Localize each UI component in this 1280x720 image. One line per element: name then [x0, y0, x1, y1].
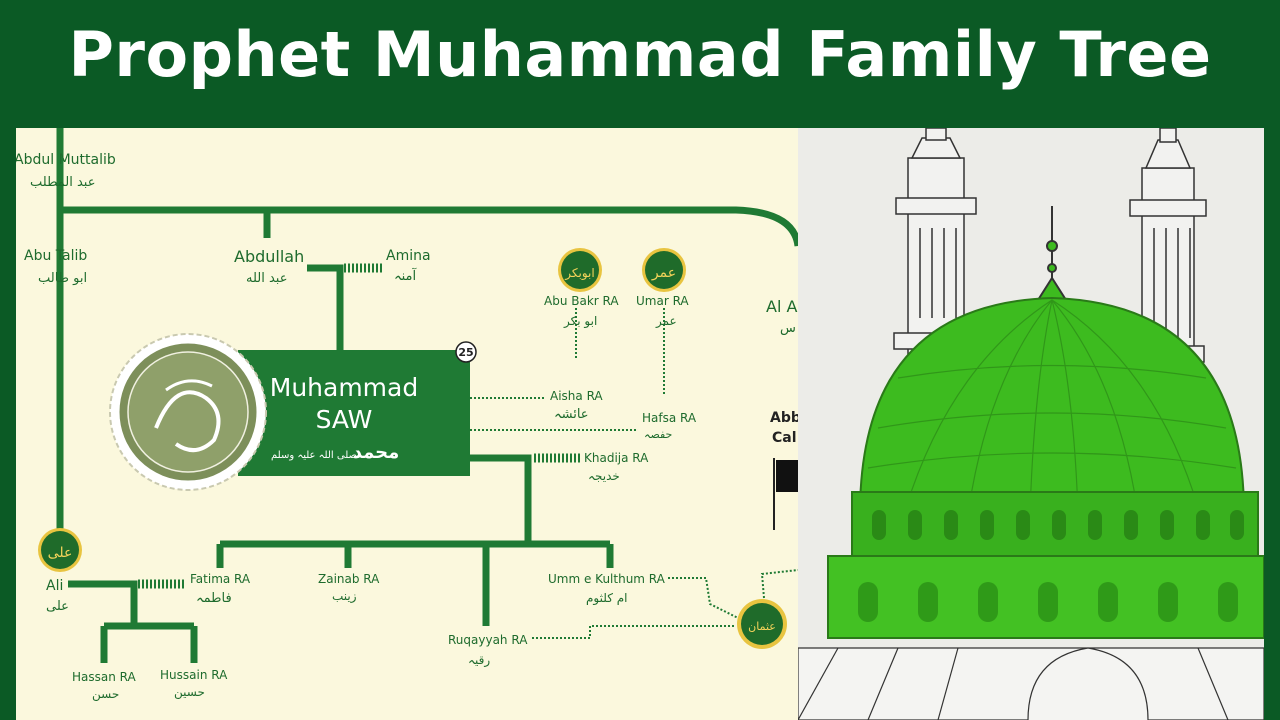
muhammad-arabic-honorific: صلی اللہ علیہ وسلم: [271, 450, 357, 461]
label-al-abbas-ar: س: [780, 321, 796, 336]
svg-text:علی: علی: [48, 545, 73, 561]
label-hussain: Hussain RA: [160, 668, 228, 682]
umar-seal-icon: عمر: [642, 248, 686, 292]
muhammad-arabic: محمد: [353, 442, 400, 463]
line-abdullah-to-muhammad: [307, 264, 344, 352]
muhammad-name: Muhammad: [270, 373, 418, 402]
label-ali-ar: علی: [46, 599, 69, 614]
label-aisha-ar: عائشہ: [554, 407, 589, 422]
label-abu-talib: Abu Talib: [24, 248, 87, 264]
age-badge: [455, 341, 477, 363]
label-hassan-ar: حسن: [92, 687, 119, 702]
label-zainab: Zainab RA: [318, 572, 380, 586]
label-ruqayyah-ar: رقیہ: [468, 653, 490, 668]
family-tree-diagram: Muhammad SAW محمد صلی اللہ علیہ وسلم 25 …: [16, 128, 798, 702]
dome-body: [858, 296, 1246, 515]
link-umm-kulthum-uthman: [668, 577, 739, 619]
label-fatima-ar: فاطمہ: [196, 591, 232, 606]
uthman-seal-icon: عثمان: [737, 599, 787, 649]
line-abdul-muttalib-children: [60, 206, 798, 247]
label-abbasid-line2: Cal: [772, 430, 797, 446]
green-dome-icon: [798, 128, 1264, 720]
svg-text:عثمان: عثمان: [748, 620, 776, 633]
age-badge-number: 25: [458, 346, 473, 359]
ali-seal-icon: علی: [38, 528, 82, 572]
abbasid-flag-icon: [773, 458, 798, 530]
label-abdullah-ar: عبد الله: [246, 271, 287, 286]
muhammad-name-box: [238, 350, 470, 476]
family-tree-panel: Muhammad SAW محمد صلی اللہ علیہ وسلم 25 …: [16, 128, 798, 720]
page-title: Prophet Muhammad Family Tree: [68, 18, 1212, 91]
link-ruqayyah-uthman: [532, 625, 736, 639]
label-khadija: Khadija RA: [584, 451, 649, 465]
label-amina: Amina: [386, 248, 431, 264]
base-windows: [858, 582, 1238, 622]
label-abdul-muttalib-ar: عبد المطلب: [30, 175, 95, 190]
svg-text:عمر: عمر: [651, 265, 676, 281]
muhammad-seal-icon: [109, 333, 267, 491]
right-border: [1264, 128, 1280, 720]
label-hafsa: Hafsa RA: [642, 411, 697, 425]
label-abdul-muttalib: Abdul Muttalib: [16, 152, 116, 168]
svg-text:ابوبکر: ابوبکر: [564, 266, 594, 281]
dome-ribs: [867, 299, 1237, 515]
label-abu-bakr-ar: ابو بکر: [563, 314, 597, 329]
line-ali-to-children: [68, 580, 138, 626]
label-abdullah: Abdullah: [234, 247, 304, 266]
label-umm-kulthum-ar: ام کلثوم: [586, 591, 628, 606]
label-al-abbas: Al A: [766, 297, 797, 316]
label-umar: Umar RA: [636, 294, 689, 308]
dome-finial: [1036, 206, 1068, 301]
link-uthman-offscreen: [760, 569, 798, 599]
label-umar-ar: عمر: [655, 314, 677, 329]
label-hafsa-ar: حفصہ: [644, 428, 672, 441]
abu-bakr-seal-icon: ابوبکر: [558, 248, 602, 292]
label-ruqayyah: Ruqayyah RA: [448, 633, 528, 647]
label-umm-kulthum: Umm e Kulthum RA: [548, 572, 666, 586]
label-khadija-ar: خدیجہ: [588, 469, 620, 483]
muhammad-title: SAW: [316, 405, 373, 434]
label-fatima: Fatima RA: [190, 572, 251, 586]
label-abbasid-line1: Abb: [770, 410, 798, 426]
drum-windows: [872, 510, 1244, 540]
label-abu-talib-ar: ابو طالب: [38, 271, 87, 286]
line-muhammad-to-children: [468, 454, 532, 544]
lower-roof: [798, 647, 1264, 720]
label-zainab-ar: زینب: [332, 589, 357, 604]
label-ali: Ali: [46, 578, 63, 594]
label-abu-bakr: Abu Bakr RA: [544, 294, 619, 308]
label-hassan: Hassan RA: [72, 670, 137, 684]
label-hussain-ar: حسین: [174, 685, 205, 700]
title-banner: Prophet Muhammad Family Tree: [0, 0, 1280, 128]
green-dome-drawing: [798, 128, 1264, 720]
label-amina-ar: آمنہ: [394, 267, 418, 284]
label-aisha: Aisha RA: [550, 389, 603, 403]
